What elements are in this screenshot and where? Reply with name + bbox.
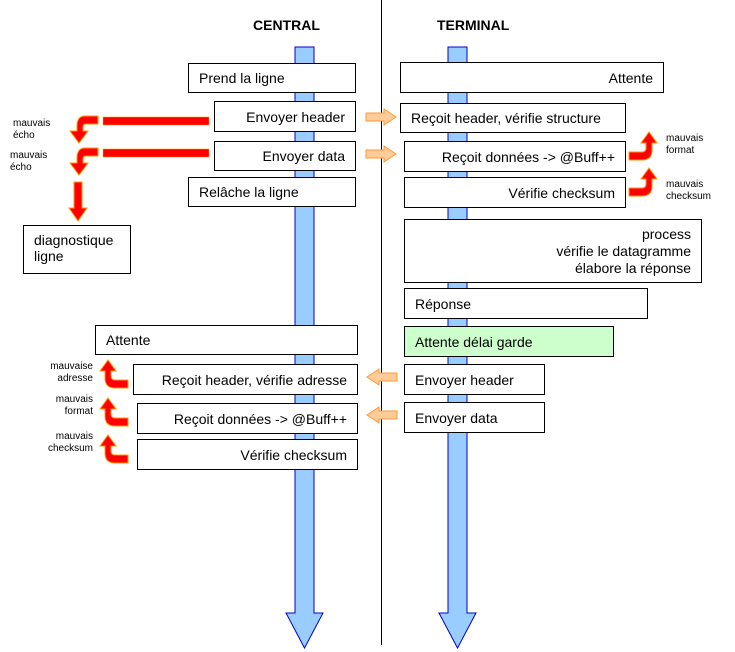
central-recoit-donnees-text: Reçoit données -> @Buff++: [173, 410, 347, 427]
echo-error-arrow-1: [69, 115, 99, 144]
terminal-reponse-text: Réponse: [415, 295, 472, 312]
label-line: mauvais: [55, 431, 93, 442]
terminal-recoit-donnees-box: Reçoit données -> @Buff++: [404, 141, 626, 172]
terminal-envoyer-header-box: Envoyer header: [404, 364, 545, 395]
central-attente-text: Attente: [106, 332, 151, 348]
central-attente-box: Attente: [95, 325, 358, 355]
terminal-attente-delai-text: Attente délai garde: [415, 333, 533, 350]
label-line: checksum: [666, 191, 712, 202]
central-envoyer-data-text: Envoyer data: [262, 148, 346, 164]
label-line: mauvais: [13, 118, 51, 129]
diagnostique-text-line1: diagnostique: [34, 232, 114, 248]
terminal-header: TERMINAL: [437, 17, 510, 33]
terminal-recoit-donnees-text: Reçoit données -> @Buff++: [441, 148, 615, 165]
terminal-verifie-checksum-box: Vérifie checksum: [404, 177, 626, 208]
central-format-error-arrow: [99, 397, 129, 427]
label-line: checksum: [47, 443, 93, 454]
label-line: mauvais: [55, 394, 93, 405]
central-header: CENTRAL: [253, 17, 320, 33]
central-adresse-error-arrow: [99, 359, 129, 389]
label-line: adresse: [57, 373, 93, 384]
terminal-recoit-header-text: Reçoit header, vérifie structure: [411, 110, 601, 126]
label-line: écho: [10, 162, 32, 172]
label-line: format: [666, 145, 695, 156]
central-relache-ligne-box: Relâche la ligne: [188, 177, 356, 207]
central-prend-ligne-text: Prend la ligne: [199, 70, 285, 86]
terminal-reponse-box: Réponse: [404, 288, 648, 319]
message-arrow-header-left: [366, 368, 398, 386]
central-relache-ligne-text: Relâche la ligne: [199, 184, 299, 200]
diagnostic-arrow: [68, 181, 88, 222]
terminal-verifie-checksum-text: Vérifie checksum: [508, 184, 615, 201]
message-arrow-header-right: [365, 108, 397, 126]
terminal-format-error-arrow: [628, 131, 658, 161]
terminal-attente-delai-box: Attente délai garde: [404, 326, 614, 357]
terminal-envoyer-data-box: Envoyer data: [404, 402, 545, 433]
label-line: mauvaise: [50, 361, 93, 372]
message-arrow-data-right: [365, 145, 397, 163]
process-text-line3: élabore la réponse: [575, 259, 691, 276]
central-prend-ligne-box: Prend la ligne: [188, 63, 356, 93]
central-envoyer-header-text: Envoyer header: [246, 108, 345, 125]
central-recoit-donnees-box: Reçoit données -> @Buff++: [137, 403, 358, 434]
echo-error-line-2: [102, 148, 210, 158]
central-envoyer-header-box: Envoyer header: [214, 101, 356, 132]
central-envoyer-data-box: Envoyer data: [214, 141, 356, 171]
terminal-process-box: process vérifie le datagramme élabore la…: [404, 219, 702, 283]
central-recoit-header-box: Reçoit header, vérifie adresse: [133, 364, 358, 395]
diagnostique-ligne-box: diagnostique ligne: [23, 225, 131, 274]
process-text-line1: process: [641, 225, 691, 242]
message-arrow-data-left: [366, 406, 398, 424]
terminal-envoyer-header-text: Envoyer header: [415, 371, 514, 388]
label-line: écho: [13, 130, 35, 141]
central-checksum-error-arrow: [99, 434, 129, 464]
label-line: mauvais: [666, 133, 704, 144]
central-verifie-checksum-box: Vérifie checksum: [137, 439, 358, 470]
terminal-recoit-header-box: Reçoit header, vérifie structure: [400, 103, 626, 133]
echo-error-arrow-2: [69, 147, 99, 176]
label-line: mauvais: [666, 179, 704, 190]
central-recoit-header-text: Reçoit header, vérifie adresse: [161, 371, 347, 388]
terminal-attente-box: Attente: [400, 62, 664, 93]
terminal-envoyer-data-text: Envoyer data: [415, 409, 498, 426]
process-text-line2: vérifie le datagramme: [556, 242, 691, 259]
label-line: mauvais: [10, 150, 48, 161]
terminal-attente-text: Attente: [608, 69, 653, 86]
central-verifie-checksum-text: Vérifie checksum: [240, 446, 347, 463]
terminal-checksum-error-arrow: [628, 167, 658, 197]
echo-error-line-1: [102, 116, 210, 126]
label-line: format: [64, 406, 93, 417]
diagnostique-text-line2: ligne: [34, 248, 64, 264]
